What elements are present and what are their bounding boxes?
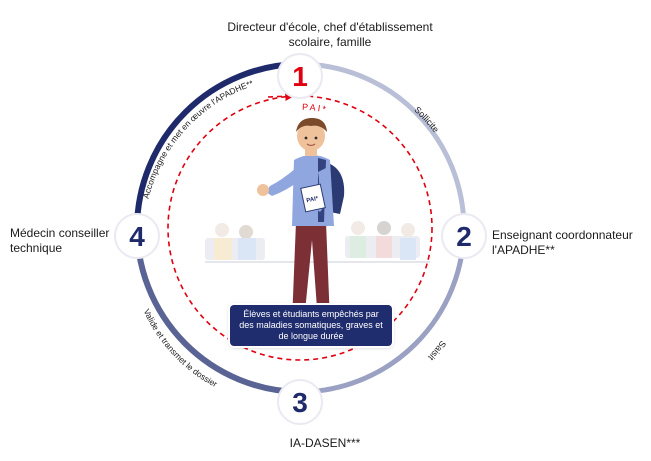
step-2-label: Enseignant coordonnateur l'APADHE** — [492, 228, 633, 257]
step-1-number: 1 — [292, 61, 308, 92]
step-4-node: 4 — [114, 213, 160, 259]
step-3-number: 3 — [292, 387, 308, 418]
cycle-arrow — [267, 91, 295, 102]
arc-label-bottom-right: Saisit — [426, 339, 448, 363]
arc-label-top-left: Accompagne et met en œuvre l'APADHE** — [141, 78, 255, 200]
center-description-box: Élèves et étudiants empêchés par des mal… — [230, 305, 392, 346]
student-illustration-icon: PAI* — [257, 118, 345, 335]
document-badge: PAI* — [306, 196, 320, 204]
step-4-number: 4 — [129, 221, 145, 252]
arc-label-top-right: Sollicite — [412, 104, 441, 134]
ring-arc-bottom-left — [134, 226, 301, 395]
classroom-background-icon — [205, 221, 430, 263]
step-1-node: 1 — [277, 53, 323, 99]
step-2-number: 2 — [456, 221, 472, 252]
ring-arc-bottom-right — [299, 227, 467, 395]
arc-label-bottom-left: Valide et transmet le dossier — [142, 307, 219, 389]
ring-arc-top-left — [134, 61, 303, 230]
step-2-node: 2 — [441, 213, 487, 259]
step-3-label: IA-DASEN*** — [289, 436, 361, 450]
ring-arc-top-right — [299, 61, 467, 229]
step-1-label: Directeur d'école, chef d'établissement … — [227, 20, 433, 49]
step-4-label: Médecin conseiller technique — [10, 226, 110, 255]
inner-pai-label: PAI* — [302, 102, 329, 115]
step-3-node: 3 — [277, 379, 323, 425]
